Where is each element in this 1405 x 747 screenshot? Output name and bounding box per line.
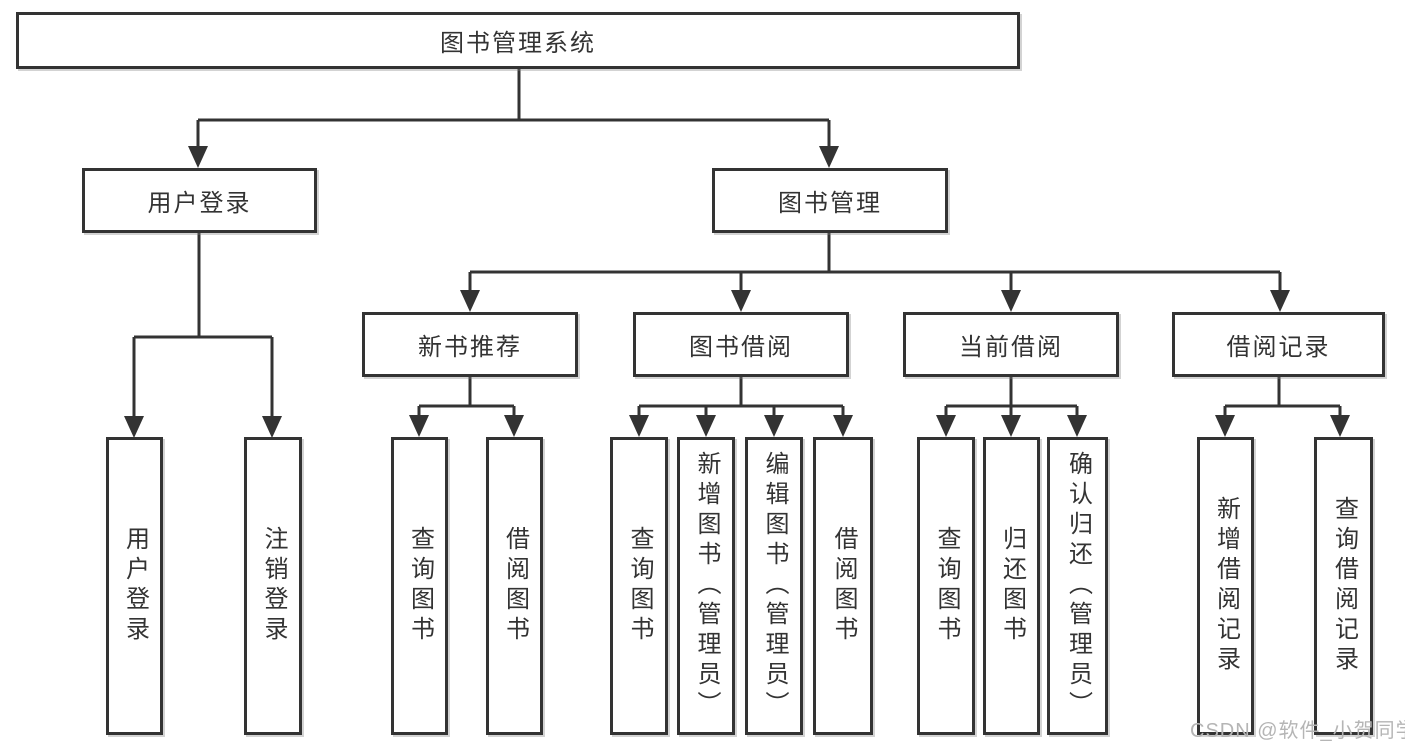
leaf-confirm-return-admin: 确认归还（管理员） xyxy=(1047,437,1108,735)
leaf-add-borrow-record: 新增借阅记录 xyxy=(1197,437,1254,735)
node-label: 借阅记录 xyxy=(1226,334,1331,361)
connector-newrec-to-leaves xyxy=(417,377,516,419)
leaf-edit-book-admin: 编辑图书（管理员） xyxy=(745,437,803,735)
node-label: 编辑图书（管理员） xyxy=(761,451,788,721)
leaf-query-borrow-record: 查询借阅记录 xyxy=(1314,437,1373,735)
node-label: 新增借阅记录 xyxy=(1212,496,1240,676)
csdn-watermark: CSDN @软件_小贺同学 xyxy=(1190,720,1405,742)
node-label: 新增图书（管理员） xyxy=(693,451,720,721)
node-label: 确认归还（管理员） xyxy=(1064,451,1092,721)
node-label: 借阅图书 xyxy=(830,526,857,646)
node-label: 新书推荐 xyxy=(418,334,522,361)
node-label: 查询图书 xyxy=(626,526,653,646)
connector-bookmgmt-to-level3 xyxy=(468,233,1282,294)
node-book-borrowing: 图书借阅 xyxy=(633,312,849,377)
node-label: 查询借阅记录 xyxy=(1330,496,1358,676)
node-label: 归还图书 xyxy=(998,526,1026,646)
node-label: 用户登录 xyxy=(147,190,252,217)
leaf-return-book: 归还图书 xyxy=(983,437,1040,735)
node-label: 用户登录 xyxy=(121,526,149,646)
leaf-query-books-2: 查询图书 xyxy=(610,437,668,735)
node-label: 借阅图书 xyxy=(501,526,529,646)
node-label: 查询图书 xyxy=(406,526,434,646)
connector-current-to-leaves xyxy=(944,377,1079,419)
node-book-management: 图书管理 xyxy=(712,168,948,233)
connector-userlogin-to-leaves xyxy=(132,233,274,420)
arrowheads xyxy=(124,146,1350,438)
node-label: 图书管理系统 xyxy=(440,30,596,57)
connector-root-to-level2 xyxy=(196,69,831,150)
node-label: 查询图书 xyxy=(933,526,960,646)
leaf-borrow-books-1: 借阅图书 xyxy=(486,437,543,735)
node-current-borrowing: 当前借阅 xyxy=(903,312,1119,377)
connector-borrow-to-leaves xyxy=(637,377,845,419)
node-label: 注销登录 xyxy=(260,526,287,646)
node-library-management-system: 图书管理系统 xyxy=(16,12,1020,69)
node-label: 图书借阅 xyxy=(689,334,793,361)
leaf-query-books-1: 查询图书 xyxy=(391,437,448,735)
leaf-borrow-books-2: 借阅图书 xyxy=(813,437,873,735)
node-new-book-recommendation: 新书推荐 xyxy=(362,312,578,377)
leaf-user-login: 用户登录 xyxy=(106,437,163,735)
node-user-login: 用户登录 xyxy=(82,168,317,233)
node-borrowing-records: 借阅记录 xyxy=(1172,312,1385,377)
leaf-query-books-3: 查询图书 xyxy=(917,437,975,735)
leaf-logout: 注销登录 xyxy=(244,437,302,735)
connector-records-to-leaves xyxy=(1223,377,1342,419)
leaf-add-book-admin: 新增图书（管理员） xyxy=(677,437,735,735)
node-label: 当前借阅 xyxy=(959,334,1063,361)
node-label: 图书管理 xyxy=(778,190,882,217)
